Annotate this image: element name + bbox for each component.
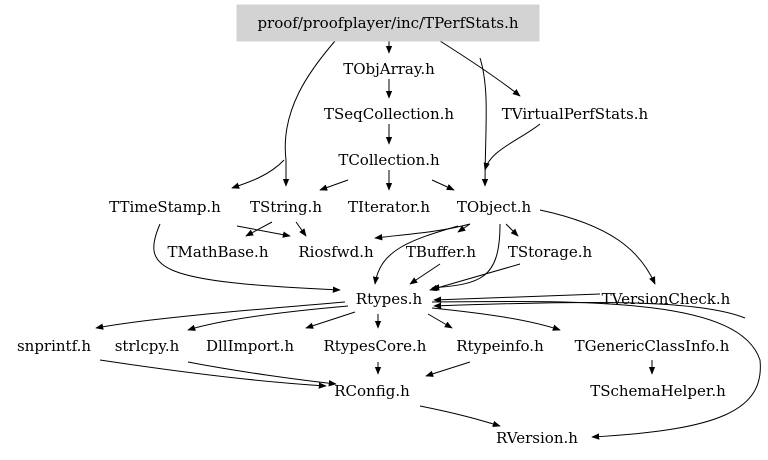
- node-rtypes[interactable]: Rtypes.h: [356, 290, 423, 308]
- edge-rtypes-tgenericclassinfo: [431, 307, 561, 331]
- node-rversion[interactable]: RVersion.h: [496, 429, 578, 447]
- node-tstorage[interactable]: TStorage.h: [508, 243, 593, 261]
- edge-rtypes-strlcpy: [187, 305, 349, 331]
- node-tvirtualperfstats[interactable]: TVirtualPerfStats.h: [502, 105, 649, 123]
- edge-ttimestamp-rtypes: [153, 223, 341, 293]
- node-dllimport[interactable]: DllImport.h: [206, 337, 294, 355]
- node-tbuffer[interactable]: TBuffer.h: [406, 243, 477, 261]
- edge-tobject-rtypes: [372, 225, 459, 285]
- edge-tvirtualperfstats-tobject: [483, 123, 541, 171]
- node-tversioncheck[interactable]: TVersionCheck.h: [602, 290, 731, 308]
- edge-root-tobject: [479, 57, 489, 187]
- edge-ttimestamp-riosfwd: [236, 225, 291, 238]
- edge-tbuffer-rtypes: [409, 263, 441, 285]
- node-rtypeinfo[interactable]: Rtypeinfo.h: [456, 337, 544, 355]
- edge-rtypes-rtypeinfo: [427, 313, 453, 329]
- node-strlcpy[interactable]: strlcpy.h: [115, 337, 180, 355]
- edge-root-tvirtualperfstats: [439, 40, 521, 97]
- node-tstring[interactable]: TString.h: [250, 198, 322, 216]
- edge-tobject-tbuffer: [457, 223, 471, 233]
- edge-rtypes-dllimport: [305, 311, 356, 329]
- edge-tcollection-tobject: [431, 179, 455, 191]
- edge-snprintf-rconfig: [99, 359, 327, 389]
- edge-rtypes-rversion: [431, 300, 761, 440]
- edge-tobject-tstorage: [505, 223, 519, 237]
- node-rconfig[interactable]: RConfig.h: [334, 382, 410, 400]
- edge-root-ttimestamp: [231, 159, 285, 189]
- node-ttimestamp[interactable]: TTimeStamp.h: [109, 198, 221, 216]
- node-tcollection[interactable]: TCollection.h: [338, 151, 440, 169]
- node-rtypescore[interactable]: RtypesCore.h: [324, 337, 427, 355]
- nodes: proof/proofplayer/inc/TPerfStats.h TObjA…: [17, 4, 731, 447]
- edge-rtypeinfo-rconfig: [425, 361, 471, 377]
- node-riosfwd[interactable]: Riosfwd.h: [298, 243, 374, 261]
- edge-rtypes-snprintf: [95, 301, 346, 330]
- edge-tschemahelper-rtypes: [433, 301, 746, 319]
- node-tobjarray[interactable]: TObjArray.h: [343, 60, 435, 78]
- edge-tstring-tmathbase: [245, 221, 273, 237]
- edge-tstring-riosfwd: [295, 221, 307, 237]
- node-tmathbase[interactable]: TMathBase.h: [168, 243, 269, 261]
- node-tobject[interactable]: TObject.h: [457, 198, 532, 216]
- edge-tobject-tversioncheck: [539, 209, 656, 285]
- edge-tobject-rtypes-2: [431, 223, 501, 291]
- edges: [95, 40, 761, 440]
- edge-rconfig-rversion: [419, 405, 501, 427]
- node-tgenericclassinfo[interactable]: TGenericClassInfo.h: [575, 337, 730, 355]
- node-titerator[interactable]: TIterator.h: [348, 198, 430, 216]
- edge-tcollection-tstring: [319, 179, 349, 191]
- root-node-box: [236, 4, 540, 42]
- edge-tobject-riosfwd: [374, 223, 471, 241]
- node-tschemahelper[interactable]: TSchemaHelper.h: [590, 382, 726, 400]
- edge-root-tstring: [282, 40, 336, 187]
- edge-tstorage-rtypes: [429, 263, 521, 292]
- edge-tversioncheck-rtypes: [433, 293, 601, 303]
- edge-strlcpy-rconfig: [187, 361, 337, 387]
- node-tseqcollection[interactable]: TSeqCollection.h: [324, 105, 454, 123]
- node-snprintf[interactable]: snprintf.h: [17, 337, 91, 355]
- root-node-label: proof/proofplayer/inc/TPerfStats.h: [257, 14, 518, 32]
